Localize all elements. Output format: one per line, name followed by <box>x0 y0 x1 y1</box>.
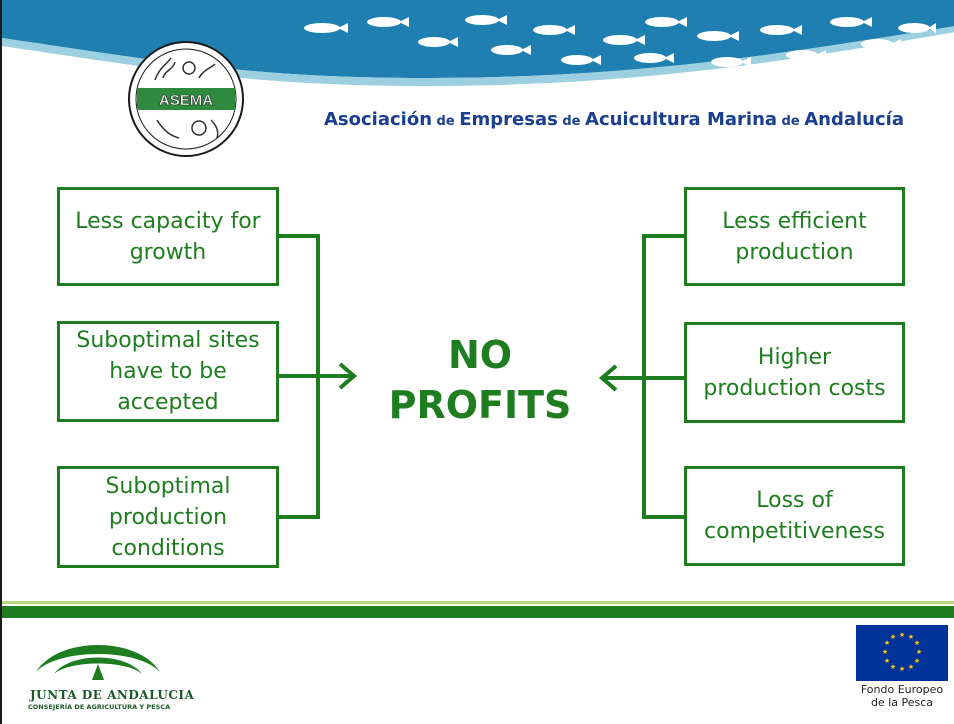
left-arrow-head <box>338 362 358 390</box>
box-suboptimal-production-conditions: Suboptimal production conditions <box>57 466 279 568</box>
svg-text:★: ★ <box>899 665 905 673</box>
svg-text:★: ★ <box>914 639 920 647</box>
association-title-part: de <box>557 114 586 129</box>
association-title-part: de <box>777 114 805 129</box>
svg-text:★: ★ <box>884 639 890 647</box>
association-title-part: Andalucía <box>804 109 904 130</box>
box-loss-of-competitiveness: Loss of competitiveness <box>684 466 905 566</box>
junta-name: JUNTA DE ANDALUCIA <box>30 688 195 702</box>
svg-text:★: ★ <box>914 657 920 665</box>
no-profits-label: NO PROFITS <box>388 333 572 427</box>
box-higher-production-costs: Higher production costs <box>684 322 905 423</box>
svg-text:★: ★ <box>882 648 888 656</box>
eu-fund-caption: Fondo Europeo de la Pesca <box>860 683 944 709</box>
box-suboptimal-sites: Suboptimal sites have to be accepted <box>57 321 279 422</box>
eu-flag-icon: ★ ★ ★ ★ ★ ★ ★ ★ ★ ★ ★ ★ <box>856 625 948 681</box>
svg-text:★: ★ <box>908 633 914 641</box>
svg-text:★: ★ <box>908 663 914 671</box>
junta-de-andalucia-logo <box>36 645 160 680</box>
association-title-part: Empresas <box>459 109 558 130</box>
fish-banner <box>2 0 954 86</box>
association-title-part: Acuicultura Marina <box>585 109 778 130</box>
box-less-efficient-production: Less efficient production <box>684 187 905 286</box>
svg-text:★: ★ <box>890 633 896 641</box>
svg-text:★: ★ <box>884 657 890 665</box>
association-title: Asociación de Empresas de Acuicultura Ma… <box>324 109 904 130</box>
junta-subtitle: CONSEJERÍA DE AGRICULTURA Y PESCA <box>28 703 171 711</box>
svg-text:★: ★ <box>899 631 905 639</box>
svg-text:★: ★ <box>890 663 896 671</box>
right-connector <box>642 234 686 519</box>
footer-divider <box>2 601 954 618</box>
association-title-part: de <box>432 114 460 129</box>
logo-text: ASEMA <box>159 92 213 109</box>
asema-logo: ASEMA <box>128 41 244 157</box>
svg-text:★: ★ <box>916 648 922 656</box>
right-arrow-head <box>598 364 618 392</box>
box-less-capacity-for-growth: Less capacity for growth <box>57 187 279 286</box>
association-title-part: Asociación <box>324 109 433 130</box>
left-connector <box>278 234 320 519</box>
